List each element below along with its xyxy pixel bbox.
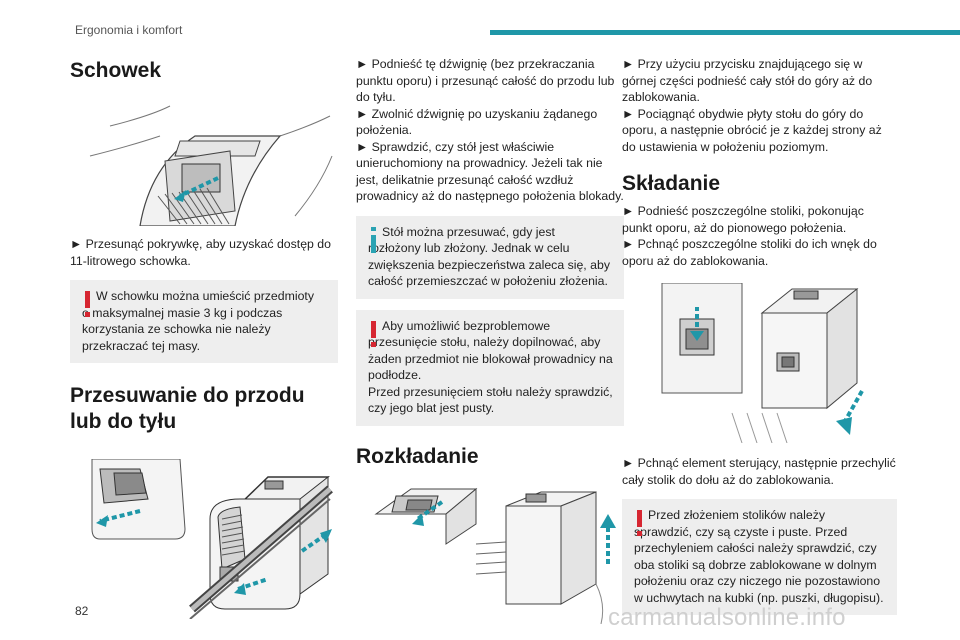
note-line1: Przed złożeniem stolików należy [648,508,826,522]
illustration-unfolding [374,487,616,624]
paragraph-pull-boards: ► Pociągnąć obydwie płyty stołu do góry … [622,106,882,154]
paragraph-push-tables: ► Pchnąć poszczególne stoliki do ich wnę… [622,237,877,268]
note-rest: przesunięcie stołu, należy dopilnować, a… [368,335,613,382]
header-accent-bar [490,30,960,35]
illustration-storage-compartment [89,105,333,226]
column-3: ► Przy użyciu przycisku znajdującego się… [622,52,897,615]
heading-skladanie: Składanie [622,172,721,195]
warning-exclamation-icon [371,320,376,347]
watermark: carmanualsonline.info [608,604,846,631]
heading-sliding: Przesuwanie do przodu lub do tyłu [70,384,305,433]
paragraph-open-lid: ► Przesunąć pokrywkę, aby uzyskać dostęp… [70,237,331,268]
warning-note-folding: Przed złożeniem stolików należy sprawdzi… [622,499,897,615]
running-header: Ergonomia i komfort [75,23,183,37]
note-line1: W schowku można umieścić przedmioty [96,289,314,303]
illustration-table-sliding [91,459,333,619]
column-2: ► Podnieść tę dźwignię (bez przekraczani… [356,52,624,624]
warning-note-storage: W schowku można umieścić przedmioty o ma… [70,280,338,363]
heading-schowek: Schowek [70,59,162,82]
paragraph-lift-tables: ► Podnieść poszczególne stoliki, pokonuj… [622,204,864,235]
paragraph-push-control: ► Pchnąć element sterujący, następnie pr… [622,456,896,487]
paragraph-check-lock: ► Sprawdzić, czy stół jest właściwie uni… [356,139,624,204]
info-note-sliding: Stół można przesuwać, gdy jest rozłożony… [356,215,624,299]
note-line1: Aby umożliwić bezproblemowe [382,318,551,333]
illustration-folding [661,283,864,443]
paragraph-release-lever: ► Zwolnić dźwignię po uzyskaniu żądanego… [356,106,598,138]
paragraph-lift-lever: ► Podnieść tę dźwignię (bez przekraczani… [356,57,615,104]
paragraph-raise-table: ► Przy użyciu przycisku znajdującego się… [622,57,873,104]
info-bar-icon [371,226,376,253]
column-1: Schowek ► Przesunąć pokrywkę, aby uzyska… [70,52,338,619]
heading-rozkladanie: Rozkładanie [356,444,479,468]
note-rest-2: Przed przesunięciem stołu należy sprawdz… [368,384,613,416]
warning-exclamation-icon [85,291,90,317]
note-line1: Stół można przesuwać, gdy jest [382,224,555,239]
warning-exclamation-icon [637,510,642,536]
warning-note-sliding: Aby umożliwić bezproblemowe przesunięcie… [356,309,624,426]
note-rest: rozłożony lub złożony. Jednak w celu zwi… [368,241,610,288]
note-rest: o maksymalnej masie 3 kg i podczas korzy… [82,305,283,353]
note-rest: sprawdzić, czy są czyste i puste. Przed … [634,524,884,605]
page-number: 82 [75,604,89,618]
